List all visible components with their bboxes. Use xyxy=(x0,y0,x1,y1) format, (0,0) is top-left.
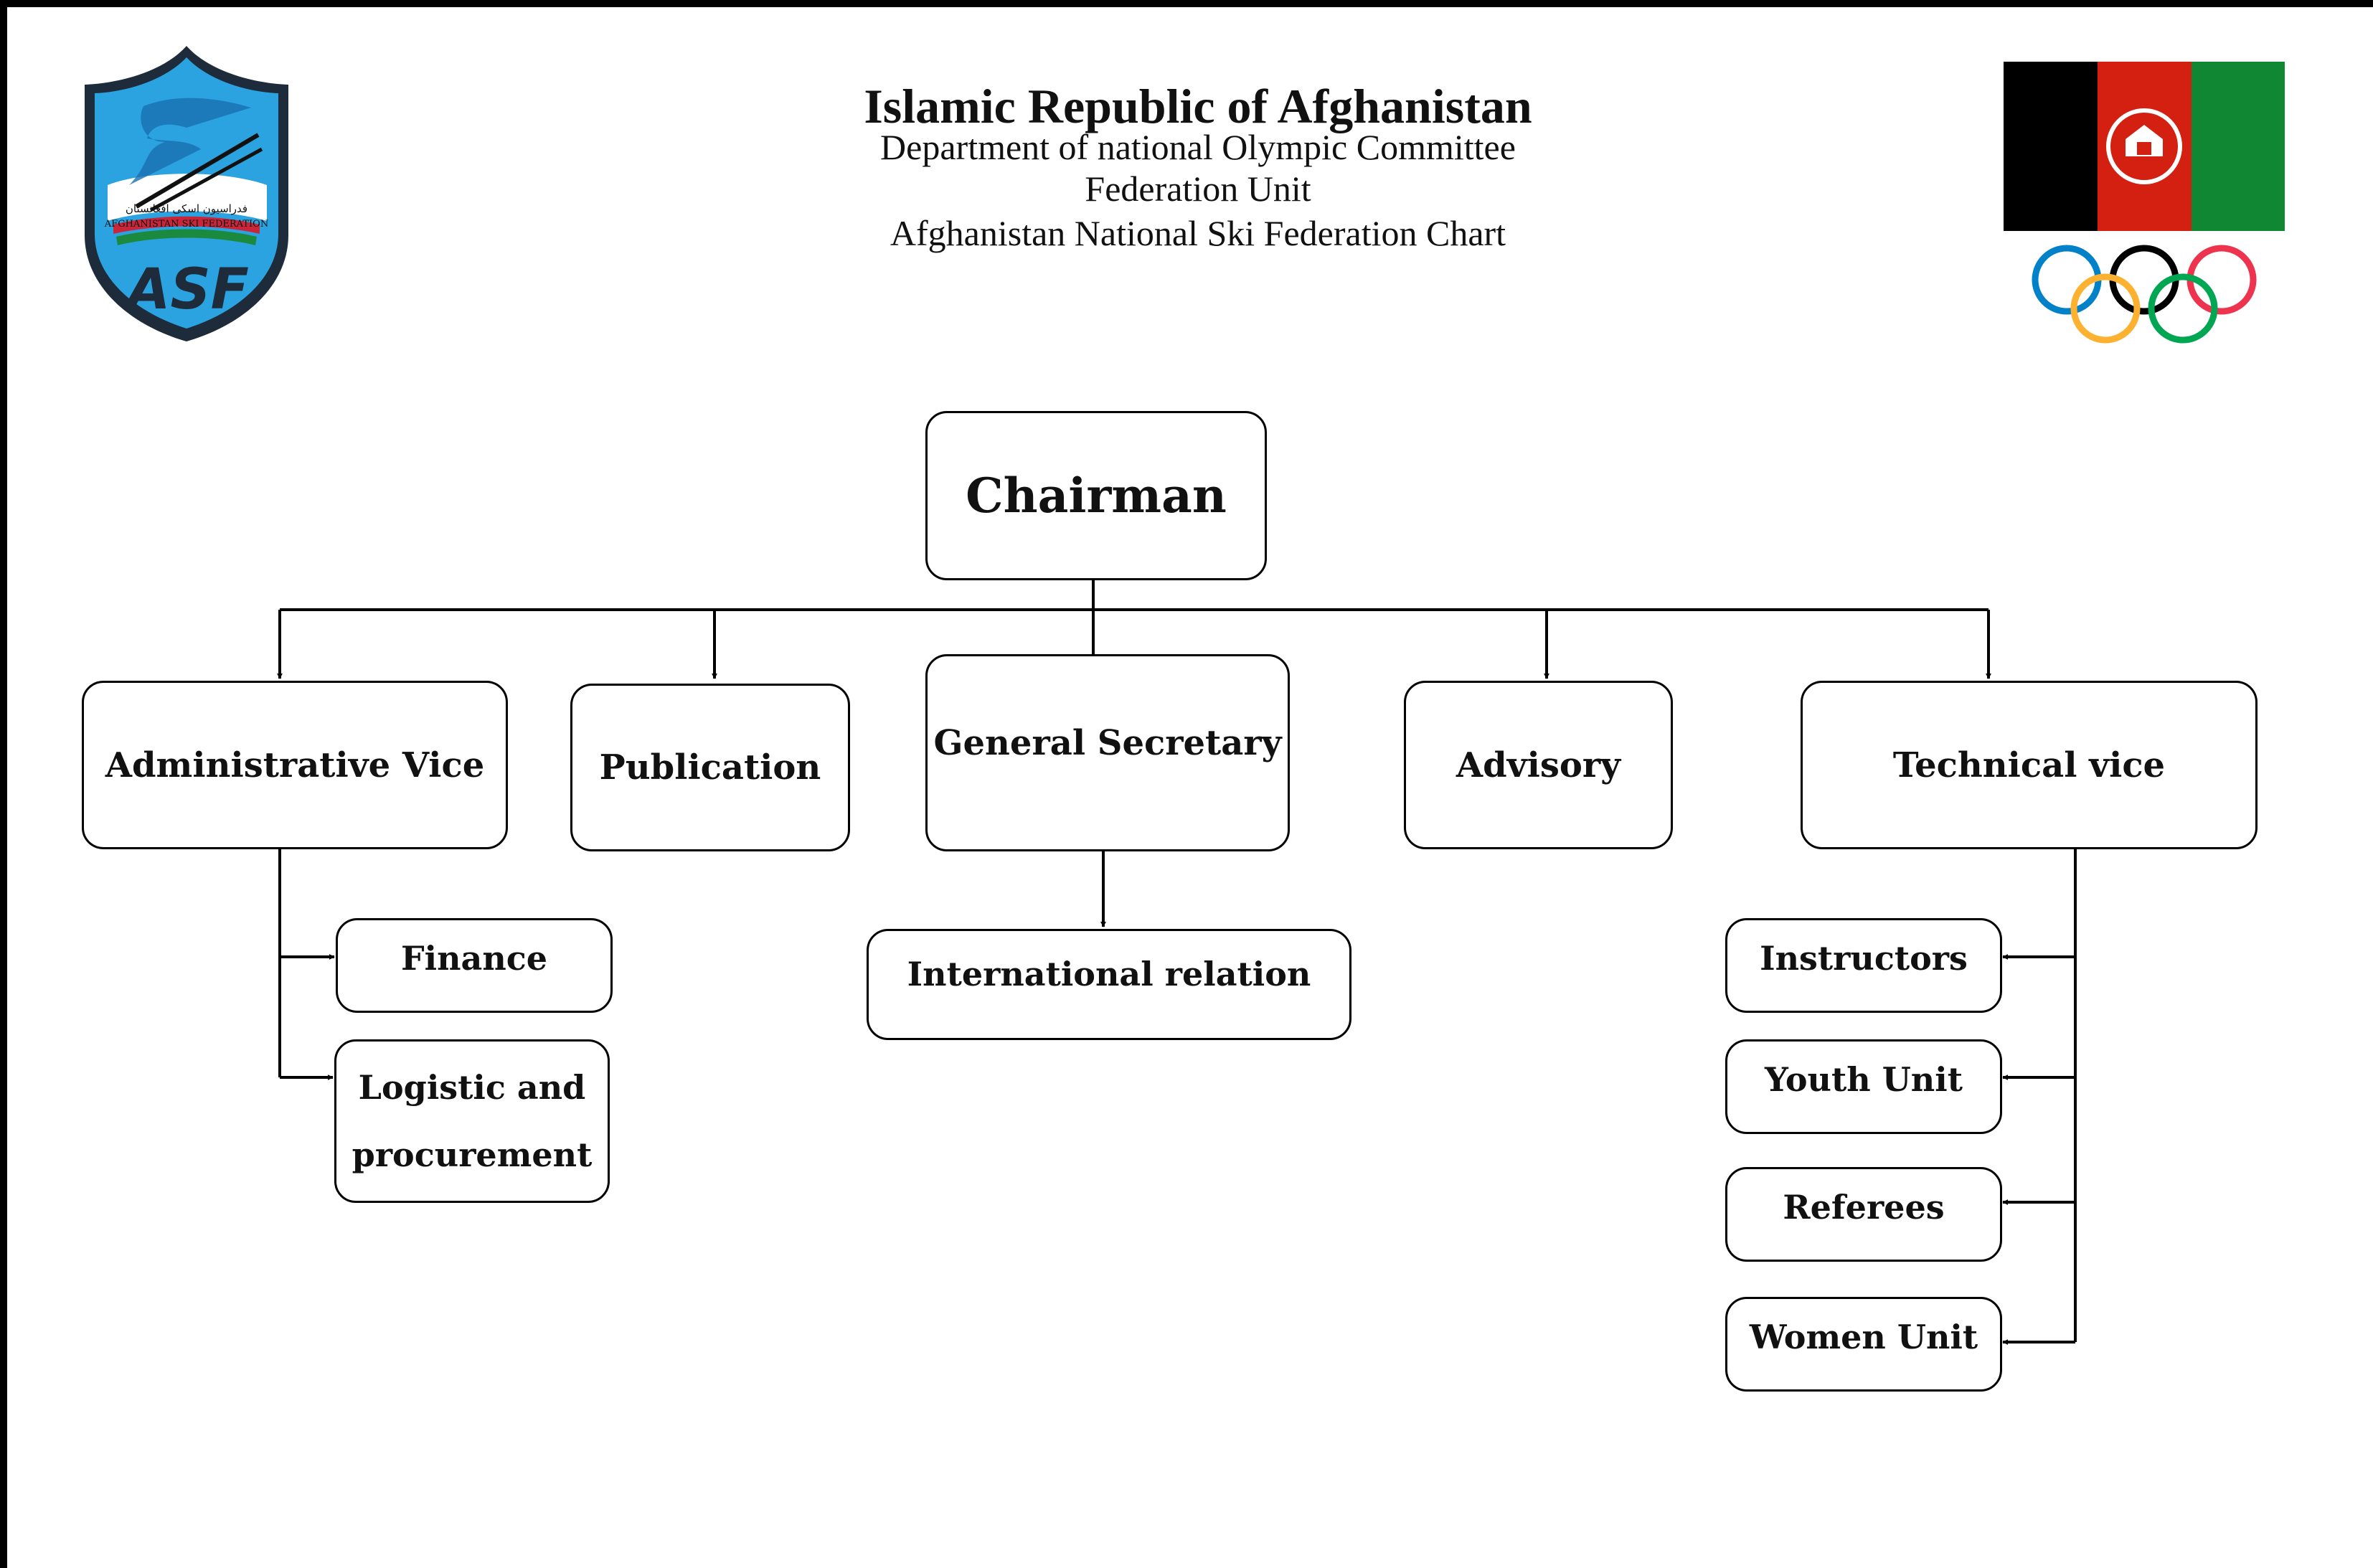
ski-federation-logo-text: ASF xyxy=(123,258,249,322)
instructors-box: Instructors xyxy=(1725,918,2002,1013)
general-secretary-box: General Secretary xyxy=(925,654,1290,851)
international-relation-label: International relation xyxy=(907,954,1311,993)
women-unit-box: Women Unit xyxy=(1725,1297,2002,1392)
logistic-procurement-box: Logistic and procurement xyxy=(334,1039,610,1203)
general-secretary-label: General Secretary xyxy=(933,722,1282,763)
advisory-label: Advisory xyxy=(1456,745,1621,785)
technical-vice-box: Technical vice xyxy=(1801,681,2258,849)
chairman-label: Chairman xyxy=(966,468,1227,524)
logistic-label-line1: Logistic and xyxy=(358,1068,586,1107)
ski-federation-logo-dari: فدراسیون اسکی افغانستان xyxy=(126,202,247,215)
header-title: Islamic Republic of Afghanistan xyxy=(864,79,1532,133)
chairman-box: Chairman xyxy=(925,411,1267,580)
advisory-box: Advisory xyxy=(1404,681,1673,849)
youth-unit-box: Youth Unit xyxy=(1725,1039,2002,1134)
women-unit-label: Women Unit xyxy=(1749,1318,1978,1356)
logistic-label-line2: procurement xyxy=(352,1135,593,1174)
instructors-label: Instructors xyxy=(1760,939,1968,978)
ski-federation-logo: فدراسیون اسکی افغانستان AFGHANISTAN SKI … xyxy=(85,46,288,341)
publication-label: Publication xyxy=(599,747,821,788)
publication-box: Publication xyxy=(570,684,850,851)
finance-label: Finance xyxy=(400,939,548,978)
finance-box: Finance xyxy=(336,918,613,1013)
header-subtitle-committee: Department of national Olympic Committee xyxy=(880,127,1516,167)
youth-unit-label: Youth Unit xyxy=(1765,1060,1963,1099)
administrative-vice-box: Administrative Vice xyxy=(82,681,508,849)
administrative-vice-label: Administrative Vice xyxy=(105,745,485,785)
olympic-rings-icon xyxy=(2032,245,2257,344)
referees-label: Referees xyxy=(1783,1188,1945,1227)
header-subtitle-chart: Afghanistan National Ski Federation Char… xyxy=(890,213,1506,253)
technical-vice-label: Technical vice xyxy=(1892,745,2166,785)
ski-federation-logo-subtitle: AFGHANISTAN SKI FEDERATION xyxy=(104,219,268,230)
referees-box: Referees xyxy=(1725,1167,2002,1262)
afghan-flag-icon xyxy=(2004,62,2285,231)
header-subtitle-unit: Federation Unit xyxy=(1085,169,1311,209)
international-relation-box: International relation xyxy=(867,929,1351,1040)
